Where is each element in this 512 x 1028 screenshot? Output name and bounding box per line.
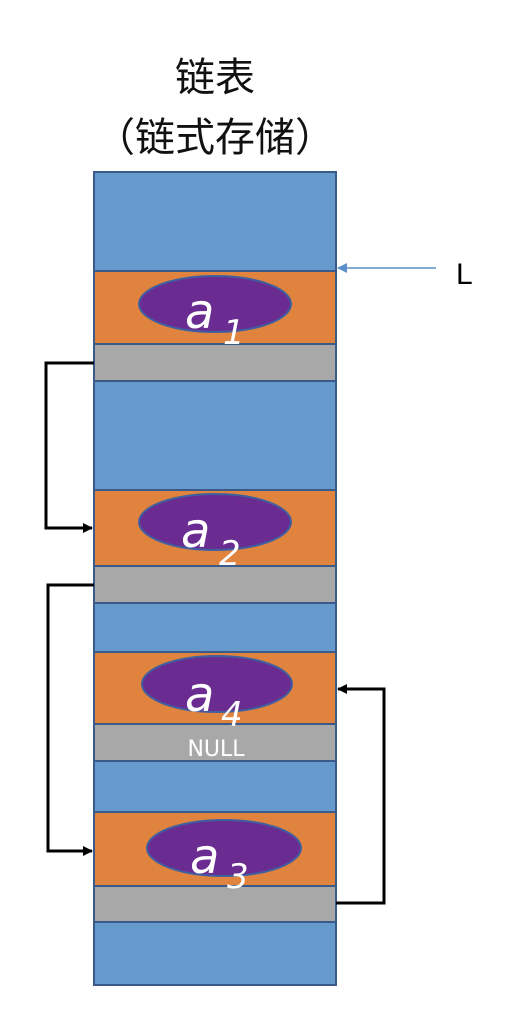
diagram-subtitle: （链式存储） <box>95 115 335 161</box>
node-a4-ellipse <box>141 655 293 713</box>
node-a2-letter: a <box>181 503 210 559</box>
node-a2-pointer-cell <box>93 565 337 604</box>
node-a2-ellipse <box>138 493 292 551</box>
node-a3-subscript: 3 <box>227 857 249 897</box>
link-a2-to-a3 <box>46 583 94 856</box>
node-a1-subscript: 1 <box>223 313 245 353</box>
node-a1-letter: a <box>185 284 214 340</box>
diagram-title: 链表 <box>175 55 255 101</box>
node-a4-pointer-cell <box>93 723 337 762</box>
node-a1-ellipse <box>138 275 292 333</box>
null-label: NULL <box>187 737 245 762</box>
node-a4-letter: a <box>185 667 214 723</box>
node-a1-pointer-cell <box>93 343 337 382</box>
node-a3-pointer-cell <box>93 885 337 923</box>
node-a2-subscript: 2 <box>219 534 241 574</box>
node-a3-ellipse <box>146 819 302 877</box>
node-a3-letter: a <box>190 829 219 885</box>
node-a4-subscript: 4 <box>221 695 243 735</box>
link-a1-to-a2 <box>44 361 94 533</box>
head-pointer-label: L <box>456 258 473 291</box>
link-a3-to-a4 <box>336 684 386 905</box>
